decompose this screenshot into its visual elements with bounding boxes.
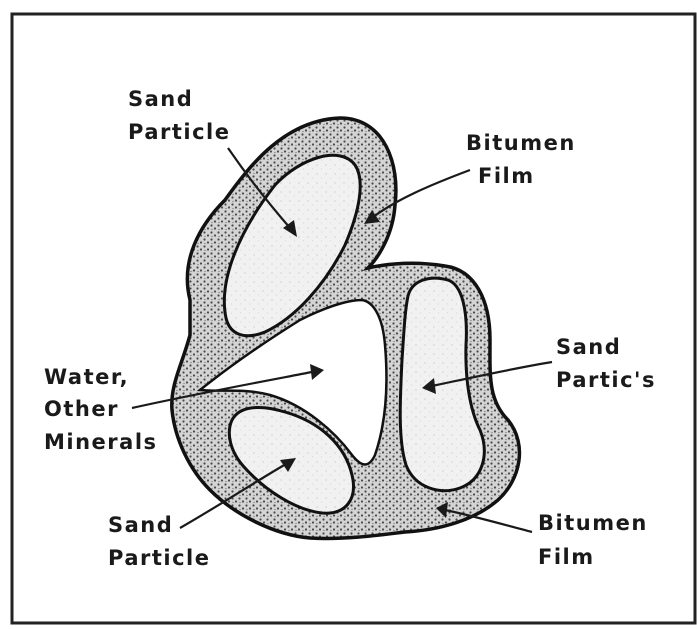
label-sand-particle-bottom: Sand Particle (108, 513, 210, 570)
label-line: Film (538, 545, 595, 569)
label-sand-particles-right: Sand Partic's (556, 335, 656, 392)
label-bitumen-film-top: Bitumen Film (466, 131, 585, 188)
label-line: Sand (128, 87, 193, 111)
label-sand-particle-top: Sand Particle (128, 87, 230, 144)
label-water-other-minerals: Water, Other Minerals (44, 365, 158, 454)
label-line: Particle (128, 120, 230, 144)
label-line: Particle (108, 546, 210, 570)
label-line: Minerals (44, 430, 158, 454)
label-line: Sand (108, 513, 173, 537)
label-line: Other (44, 397, 119, 421)
label-line: Bitumen (466, 131, 576, 155)
label-line: Sand (556, 335, 621, 359)
label-line: Partic's (556, 368, 656, 392)
label-line: Film (478, 164, 535, 188)
label-line: Water, (44, 365, 129, 389)
label-bitumen-film-bottom: Bitumen Film (538, 511, 657, 569)
label-line: Bitumen (538, 511, 648, 535)
